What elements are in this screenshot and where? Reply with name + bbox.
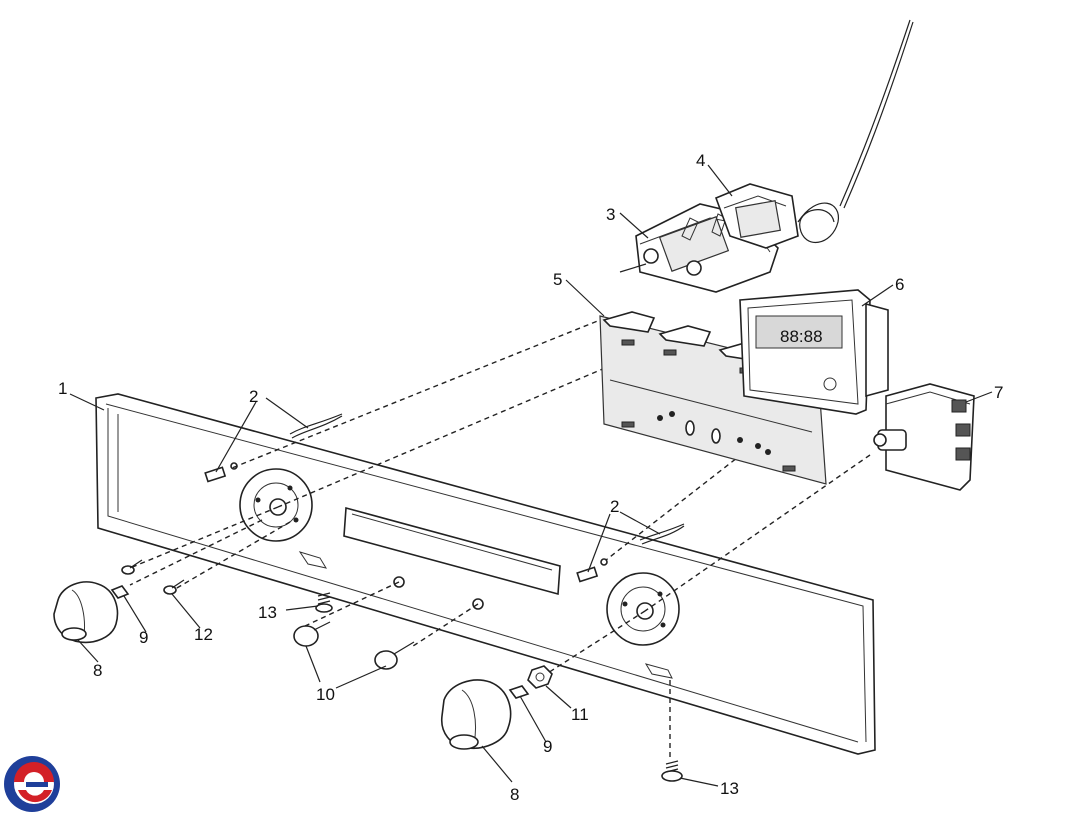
callout-10: 10 [316,685,335,704]
push-button-part-10-left [293,621,331,647]
callout-13-left: 13 [258,603,277,622]
callout-5: 5 [553,270,562,289]
callout-1: 1 [58,379,67,398]
thermostat-part-4 [714,19,914,249]
rotary-switch-part-7 [873,383,975,491]
leader-lines [69,164,993,787]
screw-part-2-left [204,413,343,483]
callout-4: 4 [696,151,705,170]
callout-13-right: 13 [720,779,739,798]
brand-logo [4,756,60,812]
control-panel-part-1 [95,393,876,755]
timer-display-readout: 88:88 [780,327,823,346]
spring-clip-part-9-right [508,685,530,699]
spring-part-13-left [315,592,333,613]
screw-part-12 [163,579,185,595]
callout-6: 6 [895,275,904,294]
callout-9-left: 9 [139,628,148,647]
digital-timer-part-6: 88:88 [739,289,889,415]
screw-part-2-right [576,523,685,583]
control-knob-part-8-left [53,581,119,644]
callout-12: 12 [194,625,213,644]
callout-3: 3 [606,205,615,224]
nut-part-11 [527,665,553,689]
screw-small-left-panel [121,559,143,575]
callout-7: 7 [994,383,1003,402]
push-button-part-10-right [374,641,415,670]
callout-2-left: 2 [249,387,258,406]
callout-8-right: 8 [510,785,519,804]
control-knob-part-8-right [441,679,512,750]
callout-9-right: 9 [543,737,552,756]
callout-11: 11 [571,705,589,724]
callout-2-right: 2 [610,497,619,516]
callout-labels: 1 2 2 3 4 5 6 7 8 8 9 9 10 11 12 13 13 [58,151,1003,804]
spring-clip-part-9-left [110,585,130,599]
callout-8-left: 8 [93,661,102,680]
spring-part-13-right [661,760,683,782]
